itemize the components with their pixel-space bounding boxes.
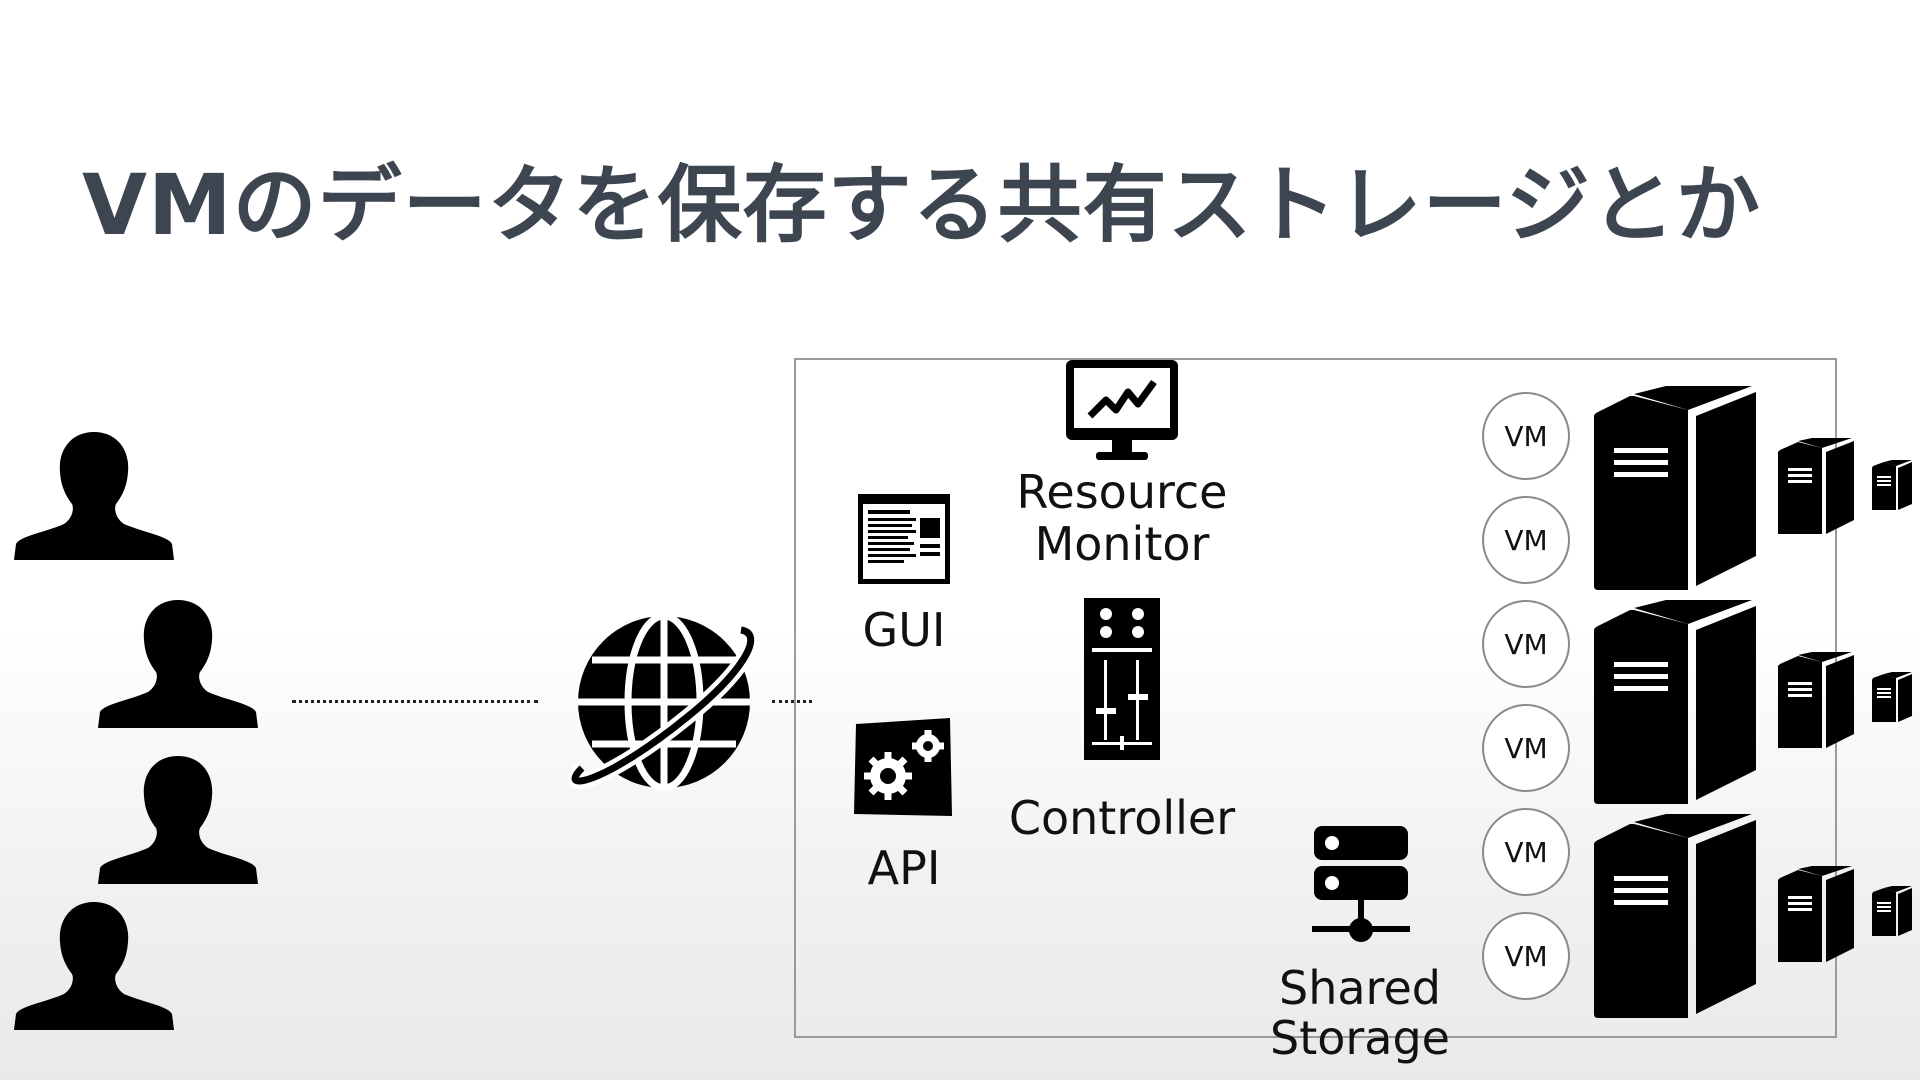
vm-circle: VM — [1482, 808, 1570, 896]
shared-storage-icon — [1312, 826, 1410, 942]
server-tower-icon — [1778, 438, 1854, 534]
vm-circle: VM — [1482, 912, 1570, 1000]
api-label: API — [867, 841, 941, 895]
gui-label: GUI — [862, 603, 946, 657]
resource-monitor-label-line1: Resource — [1016, 465, 1228, 519]
resource-monitor-icon — [1066, 360, 1178, 460]
server-tower-icon — [1594, 386, 1756, 590]
server-tower-icon — [1778, 652, 1854, 748]
vm-circle: VM — [1482, 704, 1570, 792]
slide-title: VMのデータを保存する共有ストレージとか — [82, 156, 1761, 254]
user-icon — [14, 432, 174, 560]
user-icon — [14, 902, 174, 1030]
server-tower-icon — [1594, 600, 1756, 804]
shared-storage-label-line2: Storage — [1270, 1011, 1450, 1065]
gui-window-icon — [858, 494, 950, 584]
server-tower-icon — [1872, 886, 1912, 936]
server-tower-icon — [1778, 866, 1854, 962]
server-tower-icon — [1594, 814, 1756, 1018]
user-icon — [98, 756, 258, 884]
controller-label: Controller — [1008, 791, 1236, 845]
vm-circle: VM — [1482, 496, 1570, 584]
connection-line — [772, 700, 812, 703]
vm-circle: VM — [1482, 600, 1570, 688]
resource-monitor-label-line2: Monitor — [1034, 517, 1210, 571]
server-tower-icon — [1872, 672, 1912, 722]
vm-circle: VM — [1482, 392, 1570, 480]
server-tower-icon — [1872, 460, 1912, 510]
globe-icon — [567, 612, 759, 792]
shared-storage-label-line1: Shared — [1279, 961, 1441, 1015]
user-icon — [98, 600, 258, 728]
connection-line — [292, 700, 538, 703]
controller-mixer-icon — [1084, 598, 1160, 760]
api-gears-icon — [854, 718, 952, 816]
